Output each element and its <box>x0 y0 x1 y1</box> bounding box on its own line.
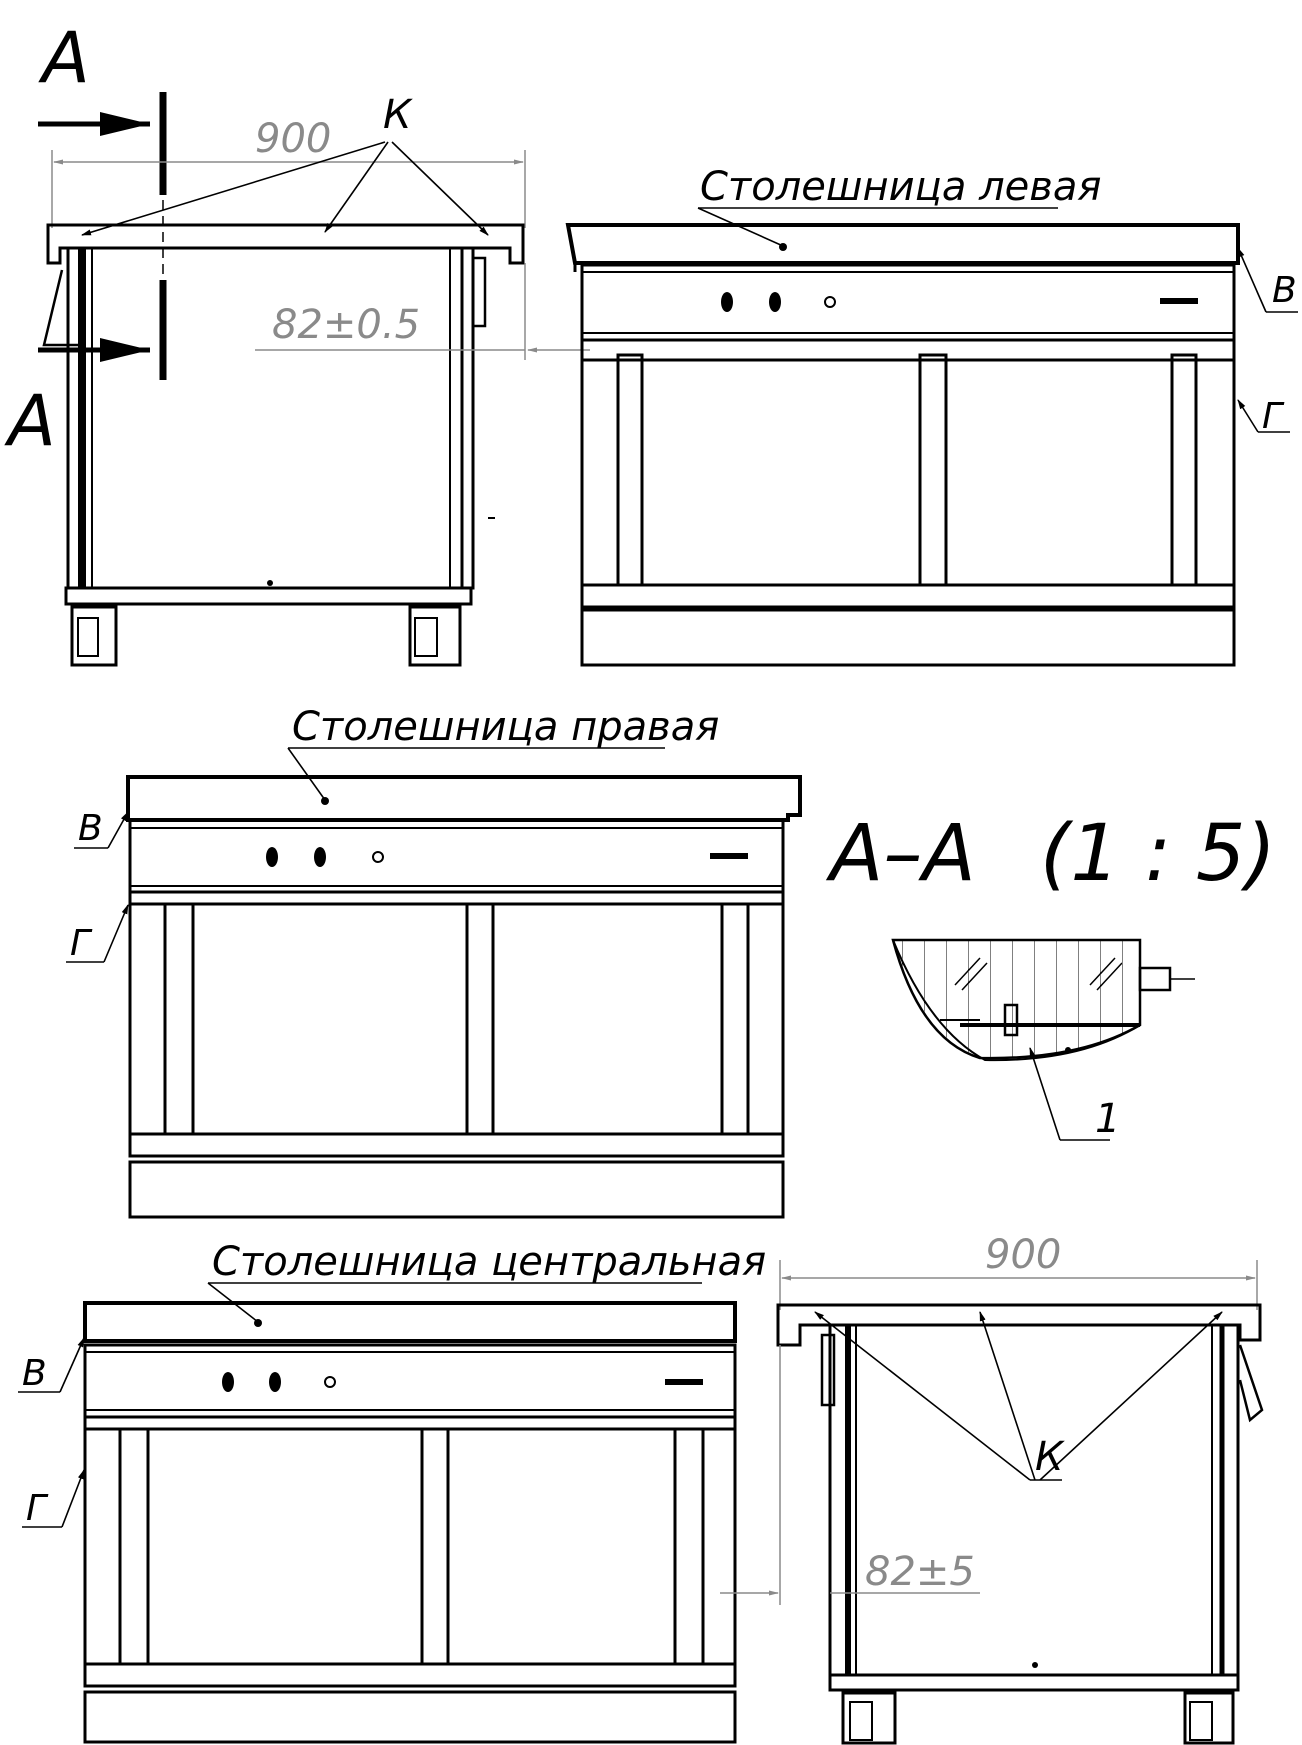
dimension-gap-bottom: 82±5 <box>865 1549 975 1595</box>
control-knob-icon <box>269 1372 281 1392</box>
section-title: A–A <box>825 809 976 899</box>
control-knob-icon <box>266 847 278 867</box>
brand-plate-icon <box>665 1379 703 1385</box>
control-knob-icon <box>314 847 326 867</box>
label-v-right: В <box>1272 270 1297 311</box>
front-view-right-tabletop: Столешница правая В Г <box>66 704 802 1219</box>
side-view-left: A A 900 К 82±0.5 <box>4 17 590 667</box>
label-g-right: Г <box>1262 396 1285 437</box>
front-view-left-tabletop: Столешница левая В Г <box>565 164 1298 667</box>
callout-1: 1 <box>1095 1096 1120 1142</box>
control-knob-icon <box>222 1372 234 1392</box>
caster-icon <box>70 605 118 667</box>
brand-plate-icon <box>710 853 748 859</box>
caster-icon <box>408 605 462 667</box>
caster-icon <box>841 1691 897 1745</box>
caster-icon <box>1183 1691 1235 1745</box>
label-g-central: Г <box>26 1488 49 1529</box>
dimension-width-top: 900 <box>255 116 331 162</box>
indicator-light-icon <box>324 1376 336 1388</box>
indicator-light-icon <box>824 296 836 308</box>
label-v-central: В <box>22 1353 47 1394</box>
control-knob-icon <box>769 292 781 312</box>
indicator-light-icon <box>372 851 384 863</box>
label-tabletop-right: Столешница правая <box>292 704 719 750</box>
section-scale: (1 : 5) <box>1040 809 1276 899</box>
label-g-left: Г <box>70 923 93 964</box>
label-tabletop-left: Столешница левая <box>700 164 1101 210</box>
section-letter-bottom: A <box>4 380 56 462</box>
section-view-aa: A–A (1 : 5) 1 <box>825 809 1276 1142</box>
fastener-icon <box>1003 1003 1019 1037</box>
dimension-gap-top: 82±0.5 <box>272 302 420 348</box>
label-k-top: К <box>383 92 413 138</box>
section-arrow-bottom-icon <box>100 338 150 362</box>
dimension-width-bottom: 900 <box>985 1232 1061 1278</box>
side-view-right: 900 К 82±5 <box>720 1232 1264 1745</box>
front-view-central-tabletop: Столешница центральная В Г <box>18 1239 766 1744</box>
label-tabletop-central: Столешница центральная <box>212 1239 766 1285</box>
control-knob-icon <box>721 292 733 312</box>
brand-plate-icon <box>1160 298 1198 304</box>
label-k-bottom: К <box>1035 1434 1065 1480</box>
label-v-left: В <box>78 808 103 849</box>
section-arrow-top-icon <box>100 112 150 136</box>
section-letter-top: A <box>38 17 90 99</box>
